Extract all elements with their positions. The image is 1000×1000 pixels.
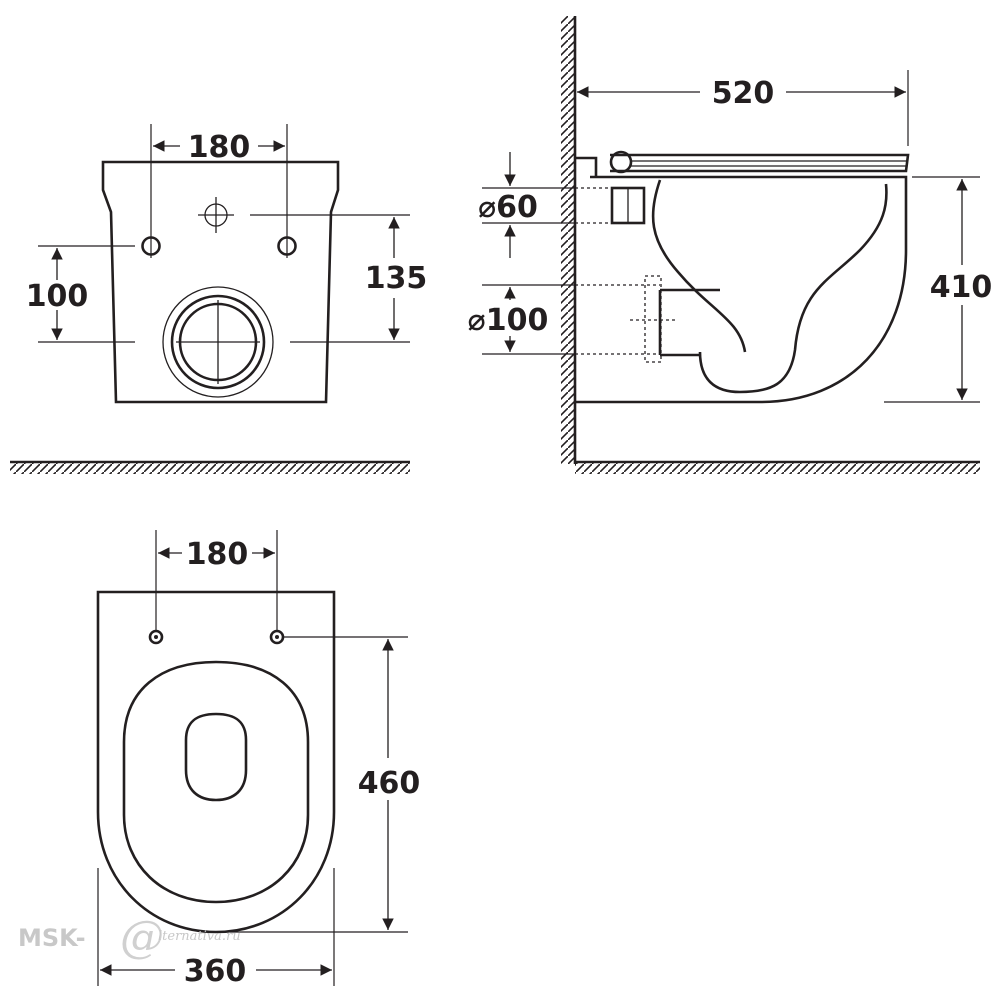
front-dim-135: 135 — [365, 261, 428, 296]
front-outlet-ring — [170, 294, 266, 390]
side-inner-rim — [651, 179, 747, 353]
side-dim-410: 410 — [930, 270, 993, 305]
front-view: 180 100 135 — [10, 124, 427, 474]
floor-hatch-right — [575, 462, 980, 474]
top-bowl-outline — [96, 590, 336, 934]
side-bowl-outline — [575, 175, 908, 404]
side-dim-diameter-100: ⌀100 — [468, 303, 549, 338]
top-dim-180: 180 — [186, 537, 249, 572]
top-dim-360: 360 — [184, 954, 247, 989]
floor-hatch-left — [10, 462, 410, 474]
side-seat — [610, 153, 910, 173]
side-bowl-cavity — [698, 183, 888, 394]
side-hinge — [609, 150, 633, 174]
top-bolt-hole-right — [269, 629, 285, 645]
watermark-script: lternativa.ru — [158, 929, 241, 944]
side-dim-520: 520 — [712, 76, 775, 111]
front-bowl-outline — [101, 160, 340, 404]
top-view: 180 460 360 — [96, 530, 421, 989]
top-bowl-opening — [184, 712, 248, 802]
front-outlet-outer — [162, 286, 274, 398]
wall-hatch — [561, 16, 575, 464]
front-dim-180: 180 — [188, 130, 251, 165]
side-outlet-pipe — [644, 275, 662, 363]
watermark-at-icon: @ — [120, 912, 164, 963]
top-seat-outline — [122, 660, 310, 904]
top-dim-460: 460 — [358, 766, 421, 801]
side-view: 520 410 ⌀60 ⌀100 — [468, 16, 993, 474]
watermark-brand: MSK- — [18, 924, 86, 952]
front-dim-100: 100 — [26, 279, 89, 314]
side-dim-diameter-60: ⌀60 — [478, 190, 538, 225]
top-bolt-hole-left — [148, 629, 164, 645]
watermark: MSK- @ lternativa.ru — [18, 912, 241, 963]
